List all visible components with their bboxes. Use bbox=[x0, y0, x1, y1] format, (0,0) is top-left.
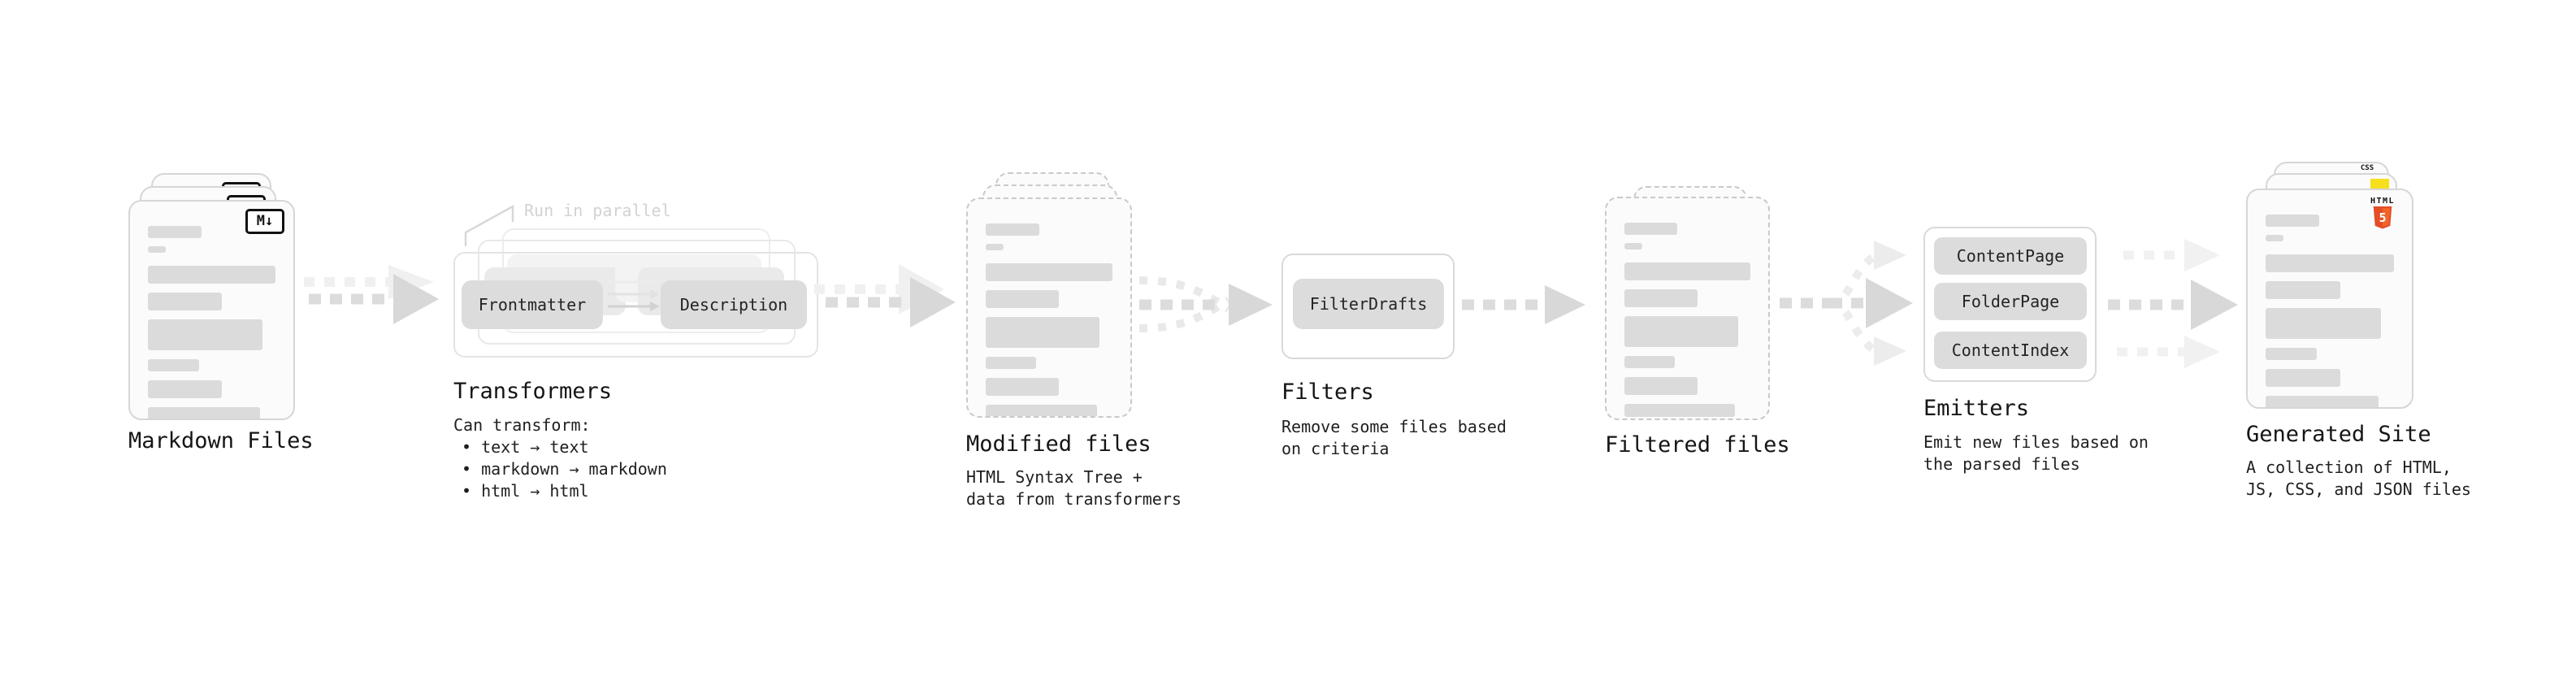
doc-content-bar bbox=[2266, 308, 2382, 339]
frontmatter-chip: Frontmatter bbox=[462, 280, 603, 329]
doc-content-bar bbox=[2266, 396, 2379, 407]
emitters-description: Emit new files based on the parsed files bbox=[1923, 432, 2149, 475]
doc-content-bar bbox=[148, 407, 261, 419]
doc-content-bar bbox=[148, 266, 275, 284]
arrow-filtered-to-emitters-diverge bbox=[1780, 241, 1913, 366]
doc-content-bar bbox=[986, 378, 1060, 396]
markdown-files-title: Markdown Files bbox=[128, 428, 314, 453]
doc-content-bar bbox=[2266, 215, 2320, 227]
doc-content-bar bbox=[986, 263, 1112, 281]
doc-content-bars bbox=[986, 223, 1112, 416]
doc-content-bar bbox=[1624, 404, 1736, 417]
desc-line: Remove some files based bbox=[1281, 417, 1507, 436]
doc-content-bar bbox=[148, 319, 263, 350]
doc-content-bar bbox=[148, 226, 202, 238]
doc-content-bar bbox=[986, 223, 1039, 236]
modified-files-title: Modified files bbox=[966, 432, 1151, 457]
javascript-icon bbox=[2370, 179, 2389, 189]
generated-html-card: HTML 5 bbox=[2246, 189, 2413, 409]
doc-content-bar bbox=[986, 405, 1098, 416]
desc-line: on criteria bbox=[1281, 439, 1390, 458]
transformers-title: Transformers bbox=[453, 379, 613, 404]
html5-label: HTML bbox=[2370, 197, 2396, 206]
doc-content-bar bbox=[986, 357, 1037, 369]
generated-site-description: A collection of HTML, JS, CSS, and JSON … bbox=[2246, 457, 2471, 501]
svg-text:5: 5 bbox=[2379, 210, 2386, 225]
filtered-files-title: Filtered files bbox=[1605, 432, 1790, 458]
transformer-box bbox=[453, 252, 818, 358]
doc-content-bar bbox=[1624, 243, 1642, 249]
desc-line: data from transformers bbox=[966, 489, 1182, 509]
doc-content-bar bbox=[148, 246, 166, 253]
doc-content-bar bbox=[2266, 281, 2340, 299]
markdown-icon: M↓ bbox=[245, 209, 284, 234]
arrow-markdown-to-transformers bbox=[304, 265, 439, 324]
modified-files-description: HTML Syntax Tree + data from transformer… bbox=[966, 466, 1182, 510]
doc-content-bar bbox=[986, 317, 1100, 348]
doc-content-bar bbox=[1624, 262, 1750, 280]
transformers-desc-heading: Can transform: bbox=[453, 415, 591, 435]
arrow-emitters-to-generated bbox=[2108, 239, 2238, 368]
bullet-item: • markdown → markdown bbox=[462, 459, 667, 479]
filtered-file-card bbox=[1605, 197, 1770, 420]
doc-content-bars bbox=[148, 226, 275, 419]
contentpage-chip: ContentPage bbox=[1934, 237, 2087, 275]
bullet-item: • html → html bbox=[462, 481, 589, 501]
desc-line: Emit new files based on bbox=[1923, 432, 2149, 452]
doc-content-bars bbox=[1624, 223, 1750, 417]
filters-description: Remove some files based on criteria bbox=[1281, 416, 1507, 460]
doc-content-bar bbox=[148, 359, 199, 371]
doc-content-bar bbox=[986, 244, 1004, 250]
filterdrafts-chip: FilterDrafts bbox=[1293, 279, 1444, 329]
arrow-filters-to-filtered bbox=[1462, 285, 1585, 324]
generated-site-title: Generated Site bbox=[2246, 422, 2431, 447]
filters-title: Filters bbox=[1281, 380, 1374, 405]
bullet-item: • text → text bbox=[462, 437, 589, 457]
doc-content-bar bbox=[148, 293, 223, 310]
doc-content-bar bbox=[1624, 377, 1698, 395]
doc-content-bar bbox=[2266, 235, 2284, 241]
folderpage-chip: FolderPage bbox=[1934, 283, 2087, 320]
run-in-parallel-note: Run in parallel bbox=[524, 201, 671, 220]
arrow-modified-to-filters-converge bbox=[1138, 276, 1273, 332]
doc-content-bar bbox=[1624, 316, 1738, 347]
doc-content-bar bbox=[986, 290, 1060, 308]
doc-content-bar bbox=[2266, 369, 2340, 387]
html5-shield: 5 bbox=[2373, 206, 2392, 229]
desc-line: A collection of HTML, bbox=[2246, 458, 2452, 477]
emitters-title: Emitters bbox=[1923, 396, 2030, 421]
transformers-description: Can transform: • text → text • markdown … bbox=[453, 414, 667, 502]
doc-content-bar bbox=[1624, 223, 1678, 235]
doc-content-bar bbox=[2266, 348, 2318, 360]
markdown-file-card: M↓ bbox=[128, 200, 295, 420]
contentindex-chip: ContentIndex bbox=[1934, 332, 2087, 369]
modified-file-card bbox=[966, 197, 1132, 418]
desc-line: HTML Syntax Tree + bbox=[966, 467, 1143, 487]
html5-icon: HTML 5 bbox=[2363, 197, 2402, 232]
doc-content-bar bbox=[1624, 289, 1698, 307]
doc-content-bars bbox=[2266, 215, 2394, 407]
description-chip: Description bbox=[661, 280, 807, 329]
desc-line: JS, CSS, and JSON files bbox=[2246, 479, 2471, 499]
doc-content-bar bbox=[1624, 356, 1675, 368]
doc-content-bar bbox=[2266, 254, 2394, 272]
doc-content-bar bbox=[148, 380, 223, 398]
desc-line: the parsed files bbox=[1923, 454, 2080, 474]
css-label: CSS bbox=[2360, 164, 2374, 172]
arrow-transformers-to-modified bbox=[814, 264, 956, 327]
